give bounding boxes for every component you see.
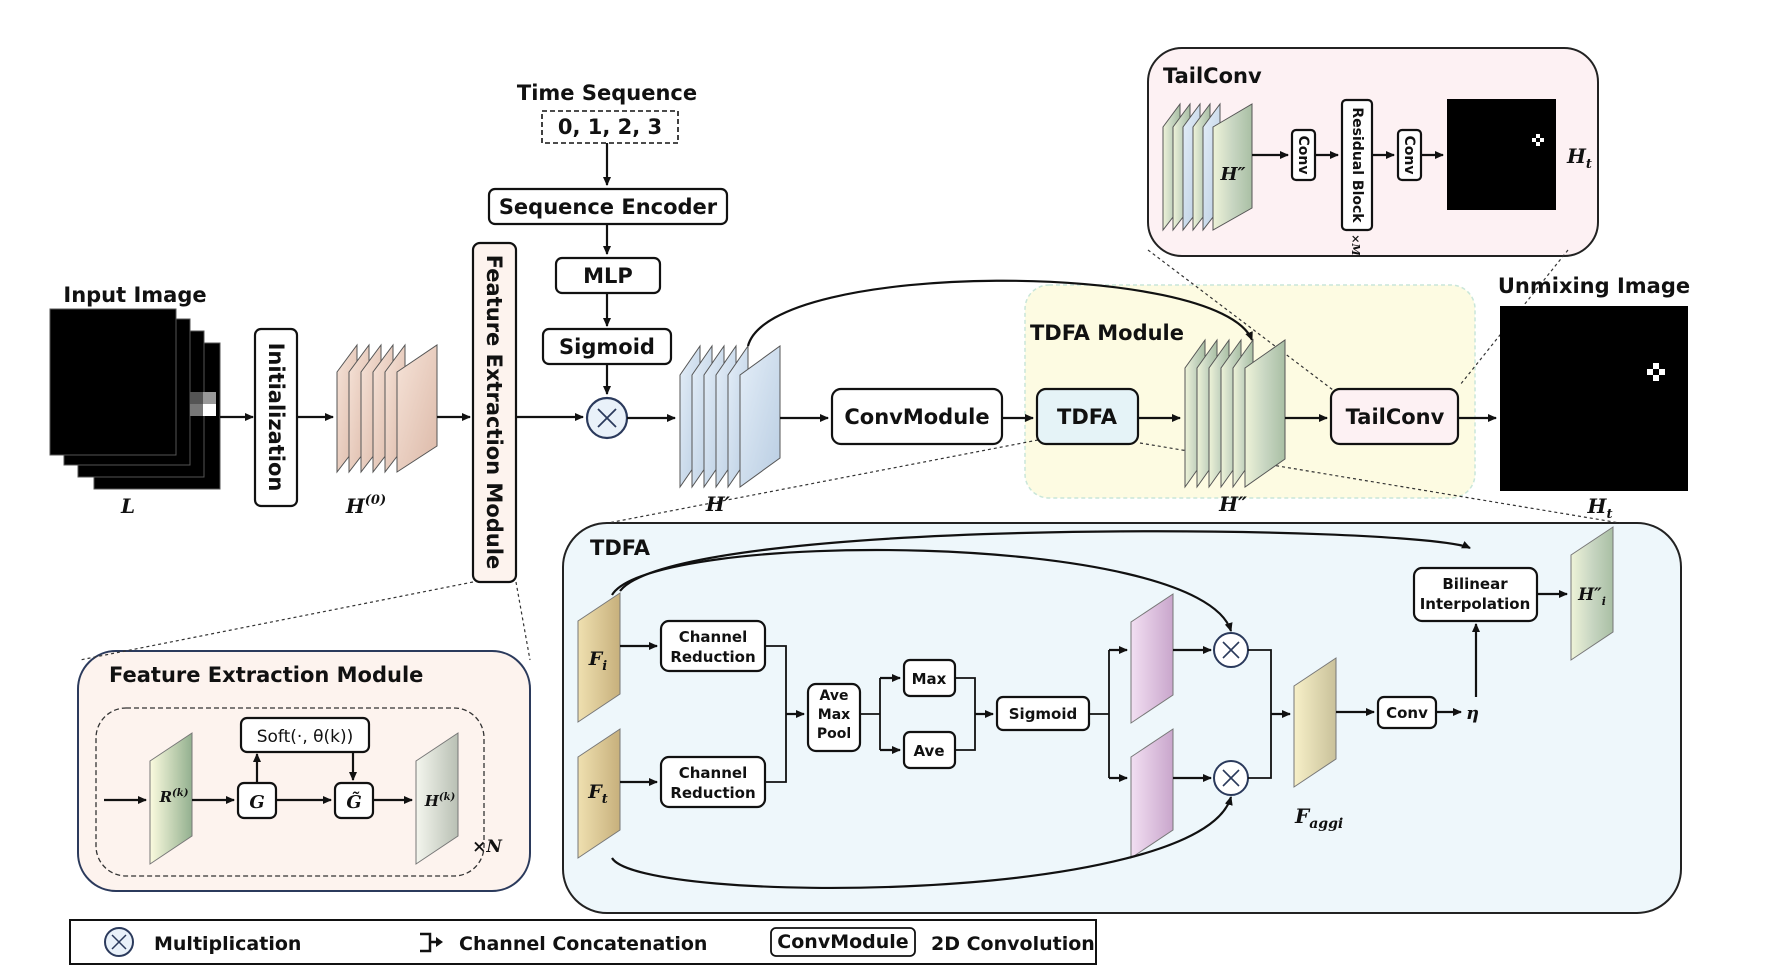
legend-multiply-icon [104,927,134,957]
fem-g-label: G [249,792,264,813]
fem-detail-panel [77,650,531,892]
tdfa-weight-plane-2 [1130,728,1174,859]
mlp-label: MLP [583,264,633,288]
legend-convmodule: ConvModule [777,931,908,953]
tdfa-bilinear-line1: Bilinear [1442,575,1508,593]
tdfa-ft-label: Ft [587,781,608,807]
fem-detail-title: Feature Extraction Module [109,663,423,687]
input-image-title: Input Image [63,283,206,307]
fem-r-plane [149,732,193,865]
tdfa-fi-label: Fi [588,648,608,674]
feature-extraction-module-label: Feature Extraction Module [482,255,506,569]
tdfa-pool-line2: Max [818,707,850,723]
tailconv-output-image [1447,99,1556,210]
legend-channel-concatenation: Channel Concatenation [459,933,707,955]
legend-multiplication: Multiplication [154,933,301,955]
tdfa-output-label: H″i [1577,585,1606,608]
feature-stack-h-double-prime [1184,338,1286,489]
tdfa-sigmoid-label: Sigmoid [1009,705,1078,723]
tdfa-block-label: TDFA [1057,405,1118,429]
tdfa-fi-plane [577,592,621,723]
tdfa-weight-plane-1 [1130,593,1174,724]
time-sequence-title: Time Sequence [517,81,697,105]
tdfa-ave-label: Ave [913,742,944,760]
legend-box [69,919,1097,965]
input-image-stack [49,308,221,490]
tdfa-output-plane [1570,526,1614,661]
feature-stack-h0 [336,343,438,474]
unmixing-image-title: Unmixing Image [1498,274,1690,298]
feature-stack-h-prime [679,344,781,489]
fem-r-label: R(k) [159,788,189,806]
legend-convmodule-box [770,927,916,957]
tdfa-multiply-node-1 [1213,632,1249,668]
time-sequence-values: 0, 1, 2, 3 [558,115,662,139]
tdfa-cr1-line2: Reduction [670,648,755,666]
initialization-label: Initialization [264,343,288,492]
tdfa-faggi-plane [1293,657,1337,788]
sigmoid-label: Sigmoid [559,335,655,359]
tailconv-residual-block [1340,98,1374,232]
tdfa-module-title: TDFA Module [1030,321,1184,345]
tailconv-residual-label: Residual Block [1349,107,1365,223]
convmodule-label: ConvModule [844,405,989,429]
sequence-encoder-label: Sequence Encoder [499,195,718,219]
convmodule-block [830,387,1004,446]
tailconv-output-label: Ht [1566,144,1592,172]
feature-extraction-module-block [471,241,518,584]
unmixing-image-pixel [1647,363,1665,381]
multiply-node [585,396,629,440]
tdfa-conv-label: Conv [1386,704,1428,722]
tdfa-eta-label: η [1466,703,1479,724]
fem-soft-threshold-label: Soft(·, θ(k)) [257,727,354,747]
h-prime-label: H′ [705,492,731,516]
unmixing-image [1500,306,1688,491]
time-sequence-box [541,110,679,144]
tdfa-bilinear-line2: Interpolation [1420,595,1531,613]
fem-repeat-n: ×N [472,837,503,857]
tailconv-detail-title: TailConv [1163,64,1262,88]
fem-h-label: H(k) [424,792,456,810]
tdfa-pool-line3: Pool [817,726,851,742]
tdfa-pool-line1: Ave [820,688,849,704]
fem-g-tilde-label: G̃ [346,791,361,813]
tdfa-multiply-node-2 [1213,760,1249,796]
tailconv-block [1329,387,1460,446]
tdfa-cr1-line1: Channel [679,628,747,646]
tailconv-output-pixel [1532,134,1544,146]
tailconv-block-label: TailConv [1346,405,1445,429]
tdfa-cr2-line1: Channel [679,764,747,782]
tailconv-repeat-m: ×M [1349,234,1362,256]
tdfa-detail-panel [562,522,1682,914]
legend-concat-icon [420,932,443,953]
unmixing-symbol: Ht [1587,494,1613,522]
legend-2d-convolution: 2D Convolution [931,933,1095,955]
h-double-prime-label: H″ [1218,492,1247,516]
input-symbol-L: L [120,494,135,518]
fem-soft-threshold-block [239,716,371,754]
tdfa-detail-title: TDFA [590,536,651,560]
h0-label: H(0) [345,493,386,518]
tdfa-faggi-label: Faggi [1294,804,1343,832]
tdfa-block [1035,387,1140,446]
tailconv-conv2-label: Conv [1401,136,1417,175]
tdfa-max-label: Max [912,670,947,688]
tdfa-ave-max-pool [806,682,862,753]
tailconv-conv1-label: Conv [1295,136,1311,175]
tdfa-cr2-line2: Reduction [670,784,755,802]
fem-h-plane [415,732,459,865]
tdfa-ft-plane [577,728,621,859]
tailconv-input-label: H″ [1219,164,1245,185]
tailconv-input-stack [1162,102,1253,232]
fem-repeat-region [95,707,485,877]
